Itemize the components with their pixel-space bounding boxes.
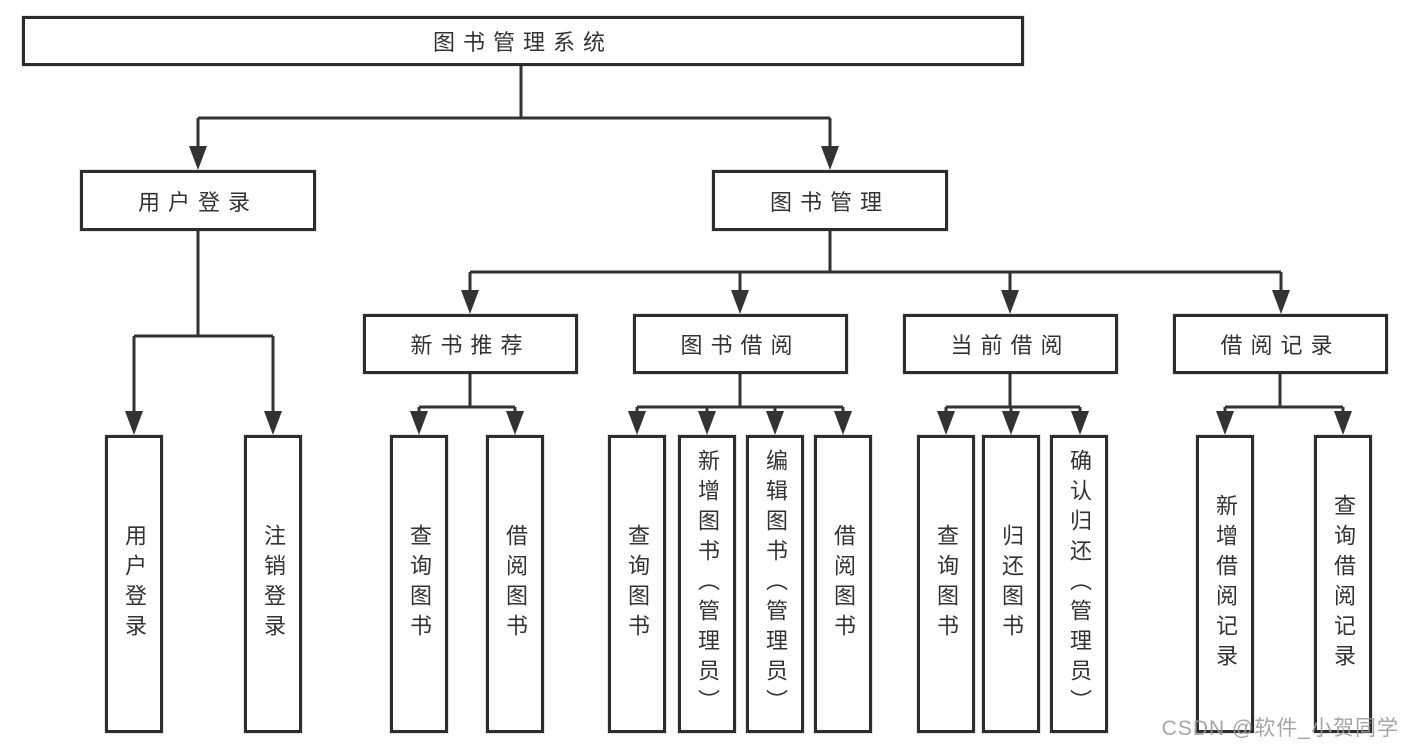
leaf-add-borrow-record: 新增借阅记录: [1196, 435, 1254, 733]
leaf-recommend-query-book: 查询图书: [390, 435, 448, 733]
leaf-logout-label: 注销登录: [261, 524, 286, 644]
leaf-edit-book-admin-label: 编辑图书（管理员）: [763, 449, 788, 719]
leaf-add-borrow-record-label: 新增借阅记录: [1213, 494, 1238, 674]
node-book-management: 图书管理: [712, 170, 948, 231]
leaf-add-book-admin: 新增图书（管理员）: [678, 435, 736, 733]
node-borrow-record-label: 借阅记录: [1220, 333, 1341, 358]
node-book-borrow-label: 图书借阅: [680, 333, 801, 358]
node-root-system: 图书管理系统: [22, 16, 1024, 66]
leaf-recommend-query-book-label: 查询图书: [407, 524, 432, 644]
node-root-label: 图书管理系统: [432, 30, 613, 55]
node-new-book-recommend: 新书推荐: [363, 314, 578, 374]
node-current-borrow: 当前借阅: [903, 314, 1118, 374]
leaf-edit-book-admin: 编辑图书（管理员）: [746, 435, 804, 733]
leaf-add-book-admin-label: 新增图书（管理员）: [695, 449, 720, 719]
node-user-login-label: 用户登录: [137, 189, 258, 215]
node-borrow-record: 借阅记录: [1173, 314, 1388, 374]
leaf-logout: 注销登录: [244, 435, 302, 733]
leaf-recommend-borrow-book: 借阅图书: [486, 435, 544, 733]
leaf-user-login: 用户登录: [105, 435, 163, 733]
leaf-recommend-borrow-book-label: 借阅图书: [503, 524, 528, 644]
leaf-borrow-book-label: 借阅图书: [831, 524, 856, 644]
leaf-query-borrow-record: 查询借阅记录: [1314, 435, 1372, 733]
leaf-borrow-query-book-label: 查询图书: [625, 524, 650, 644]
leaf-confirm-return-admin: 确认归还（管理员）: [1050, 435, 1108, 733]
leaf-user-login-label: 用户登录: [122, 524, 147, 644]
node-new-book-recommend-label: 新书推荐: [410, 333, 531, 358]
arrow-heads: [125, 146, 1352, 435]
leaf-return-book-label: 归还图书: [999, 524, 1024, 644]
leaf-borrow-book: 借阅图书: [814, 435, 872, 733]
leaf-current-query-book: 查询图书: [917, 435, 975, 733]
csdn-watermark: CSDN @软件_小贺同学: [1161, 717, 1399, 740]
leaf-return-book: 归还图书: [982, 435, 1040, 733]
node-current-borrow-label: 当前借阅: [950, 333, 1071, 358]
leaf-current-query-book-label: 查询图书: [934, 524, 959, 644]
node-book-management-label: 图书管理: [769, 189, 890, 215]
leaf-query-borrow-record-label: 查询借阅记录: [1331, 494, 1356, 674]
node-user-login: 用户登录: [80, 170, 316, 231]
node-book-borrow: 图书借阅: [633, 314, 848, 374]
leaf-borrow-query-book: 查询图书: [608, 435, 666, 733]
leaf-confirm-return-admin-label: 确认归还（管理员）: [1067, 449, 1092, 719]
